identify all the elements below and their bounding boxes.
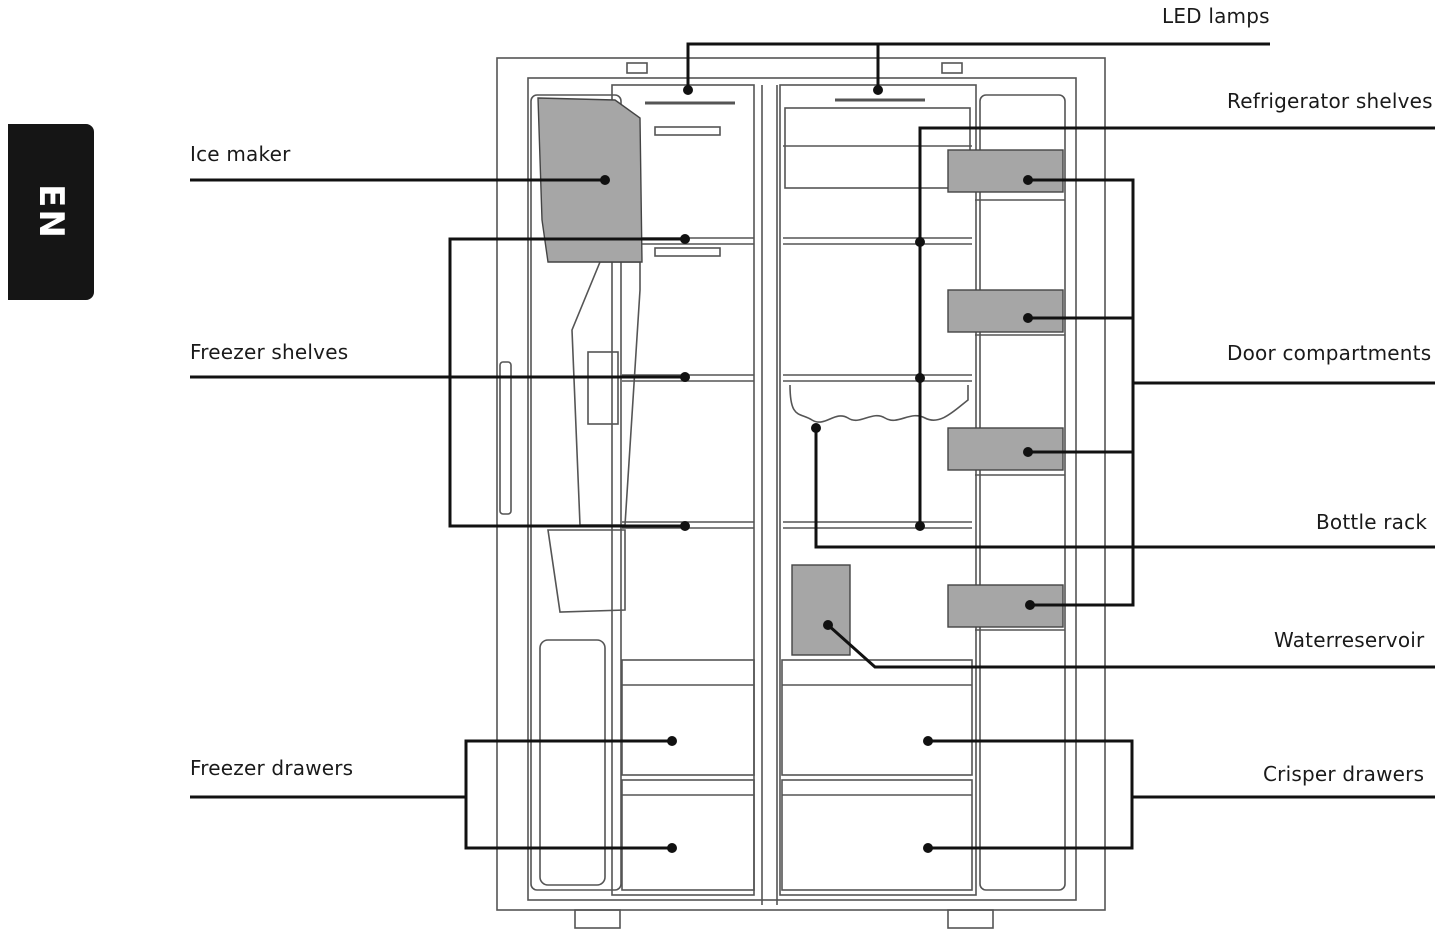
label-freezer-shelves: Freezer shelves xyxy=(190,340,349,364)
cabinet-outline xyxy=(496,57,1106,911)
language-tab: EN xyxy=(8,124,94,300)
water-reservoir-part xyxy=(791,564,851,656)
callout-led-lamps xyxy=(686,42,1270,90)
callout-crisper-drawers xyxy=(928,739,1134,850)
label-led-lamps: LED lamps xyxy=(1162,4,1270,28)
door-bin-2 xyxy=(947,289,1064,333)
callout-waterreservoir xyxy=(827,623,1435,669)
door-bin-1 xyxy=(947,149,1064,193)
label-refrigerator-shelves: Refrigerator shelves xyxy=(1227,89,1433,113)
label-bottle-rack: Bottle rack xyxy=(1316,510,1428,534)
label-door-compartments: Door compartments xyxy=(1227,341,1432,365)
callout-bottle-rack xyxy=(814,428,1435,549)
door-bin-3 xyxy=(947,427,1064,471)
callout-refrigerator-shelves xyxy=(918,126,1435,530)
label-waterreservoir: Waterreservoir xyxy=(1274,628,1425,652)
label-freezer-drawers: Freezer drawers xyxy=(190,756,354,780)
callout-door-compartments xyxy=(1028,178,1135,607)
label-ice-maker: Ice maker xyxy=(190,142,291,166)
label-crisper-drawers: Crisper drawers xyxy=(1263,762,1425,786)
callout-freezer-drawers xyxy=(464,739,672,850)
